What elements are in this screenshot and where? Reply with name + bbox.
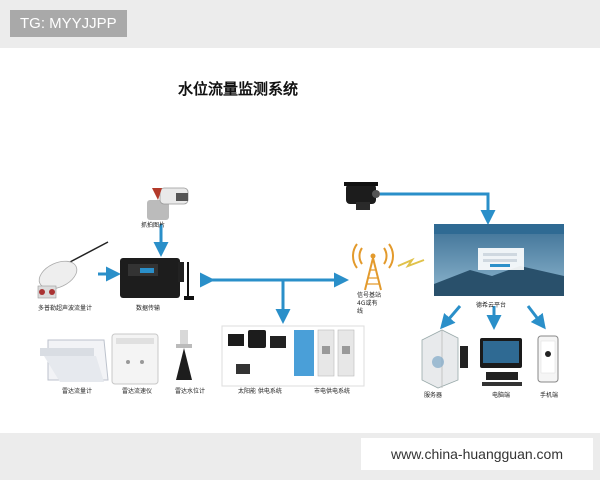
label-mains-power: 市电供电系统 [314, 388, 351, 395]
label-doppler: 多普勒超声波流量计 [38, 305, 93, 312]
label-computer: 电脑端 [492, 392, 511, 399]
label-radar-level: 雷达水位计 [175, 388, 206, 395]
radar-level-icon [176, 330, 192, 380]
label-base-station-line3: 线 [357, 308, 364, 315]
label-data-transmission: 数据传输 [136, 305, 161, 312]
arrow-camera-to-platform [380, 192, 496, 225]
connection-arrows [98, 192, 546, 330]
label-radar-flow-meter: 雷达流量计 [62, 388, 93, 395]
radar-velocity-icon [111, 333, 159, 385]
signal-tower-icon [352, 243, 425, 291]
label-server: 服务器 [424, 392, 443, 399]
arrow-platform-to-phone [526, 305, 546, 330]
radar-flow-meter-icon [40, 339, 109, 382]
diagram-title: 水位流量监测系统 [178, 80, 299, 98]
label-camera-capture: 抓拍图片 [141, 222, 166, 229]
capture-camera-icon [147, 187, 189, 220]
watermark-tag: TG: MYYJJPP [10, 10, 127, 37]
power-systems-box [221, 325, 365, 387]
phone-icon [537, 335, 559, 383]
label-solar-power: 太阳能 供电系统 [238, 388, 282, 395]
data-logger-icon [120, 258, 194, 300]
bullet-camera-icon [344, 182, 380, 210]
label-base-station-line1: 信号基站 [357, 292, 382, 299]
doppler-sensor-icon [37, 241, 109, 299]
label-radar-velocity: 雷达流速仪 [122, 388, 153, 395]
server-icon [421, 329, 468, 389]
computer-icon [480, 338, 522, 386]
arrow-platform-to-server [440, 305, 462, 330]
cloud-platform-screen [434, 224, 564, 296]
footer-url-watermark: www.china-huangguan.com [361, 438, 593, 470]
label-cloud-platform: 德希云平台 [476, 302, 507, 309]
label-base-station-line2: 4G或有 [357, 300, 378, 307]
label-phone: 手机端 [540, 392, 559, 399]
